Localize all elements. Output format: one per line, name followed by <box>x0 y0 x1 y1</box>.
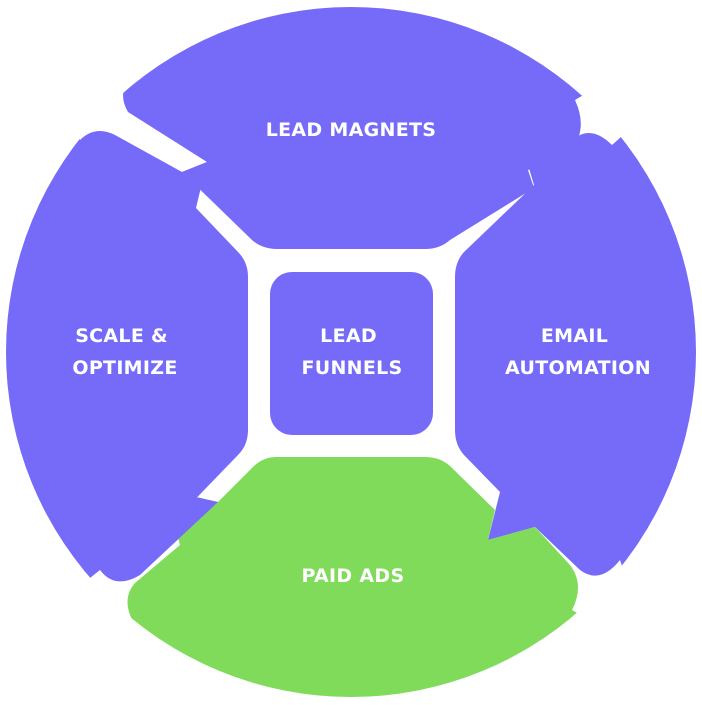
segment-email-automation[interactable] <box>455 60 702 650</box>
label-email-automation: EMAIL AUTOMATION <box>505 325 651 379</box>
center-lead-funnels[interactable] <box>270 272 433 435</box>
label-lead-magnets: LEAD MAGNETS <box>266 119 437 141</box>
label-scale-optimize: SCALE & OPTIMIZE <box>72 325 177 379</box>
label-lead-funnels: LEAD FUNNELS <box>301 325 402 379</box>
segment-paid-ads[interactable] <box>60 457 642 705</box>
segment-scale-optimize[interactable] <box>0 60 248 650</box>
label-paid-ads: PAID ADS <box>302 565 405 587</box>
segment-lead-magnets[interactable] <box>60 0 642 249</box>
